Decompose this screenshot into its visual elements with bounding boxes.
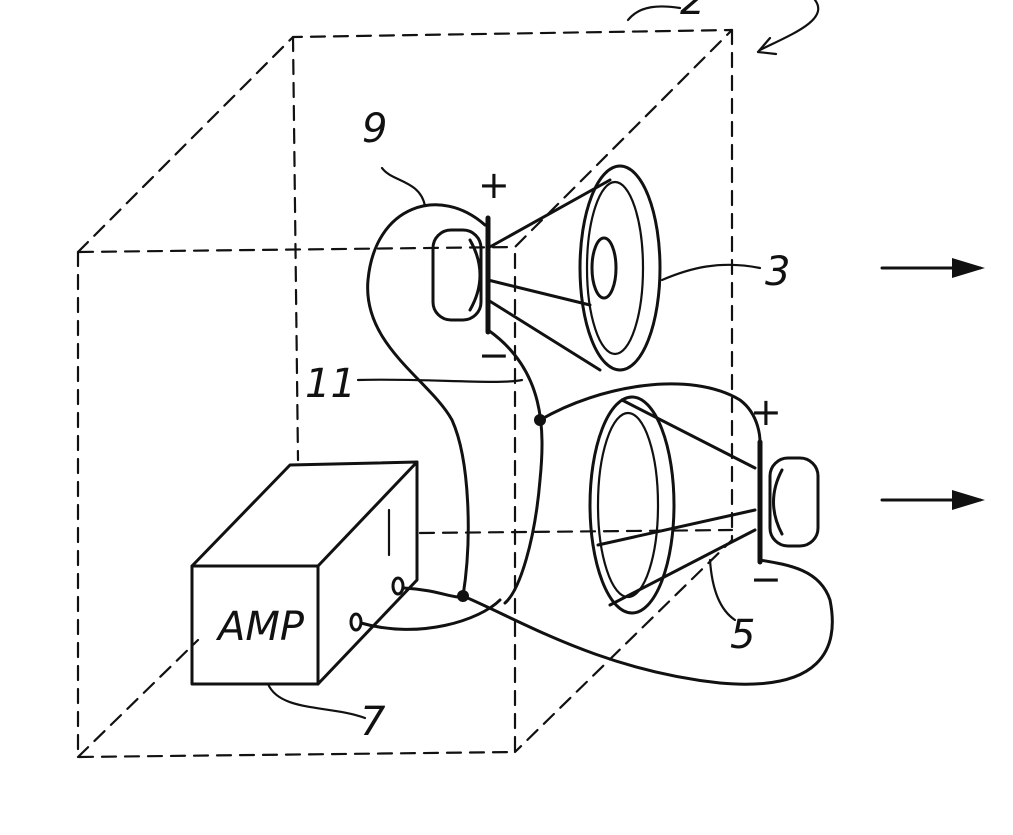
label-amplifier: 7 xyxy=(360,699,386,745)
label-wire-upper: 9 xyxy=(362,106,387,152)
arrow-right-icon xyxy=(880,490,985,510)
upper-plus-sign: + xyxy=(478,163,510,207)
lower-plus-sign: + xyxy=(750,390,782,434)
label-speaker-lower: 5 xyxy=(730,612,755,658)
speaker-lower xyxy=(588,395,820,615)
wiring xyxy=(359,203,834,686)
amp-text: AMP xyxy=(215,604,305,650)
upper-minus-sign: − xyxy=(478,333,510,377)
amplifier-box xyxy=(190,460,419,686)
label-speaker-upper: 3 xyxy=(765,249,790,295)
speaker-upper xyxy=(431,164,662,372)
label-wire-lower: 11 xyxy=(305,361,356,407)
lower-minus-sign: − xyxy=(750,557,782,601)
label-enclosure: 2 xyxy=(680,0,705,24)
arrow-right-icon xyxy=(880,258,985,278)
leader-lines xyxy=(266,0,820,720)
enclosure-box xyxy=(76,28,734,759)
